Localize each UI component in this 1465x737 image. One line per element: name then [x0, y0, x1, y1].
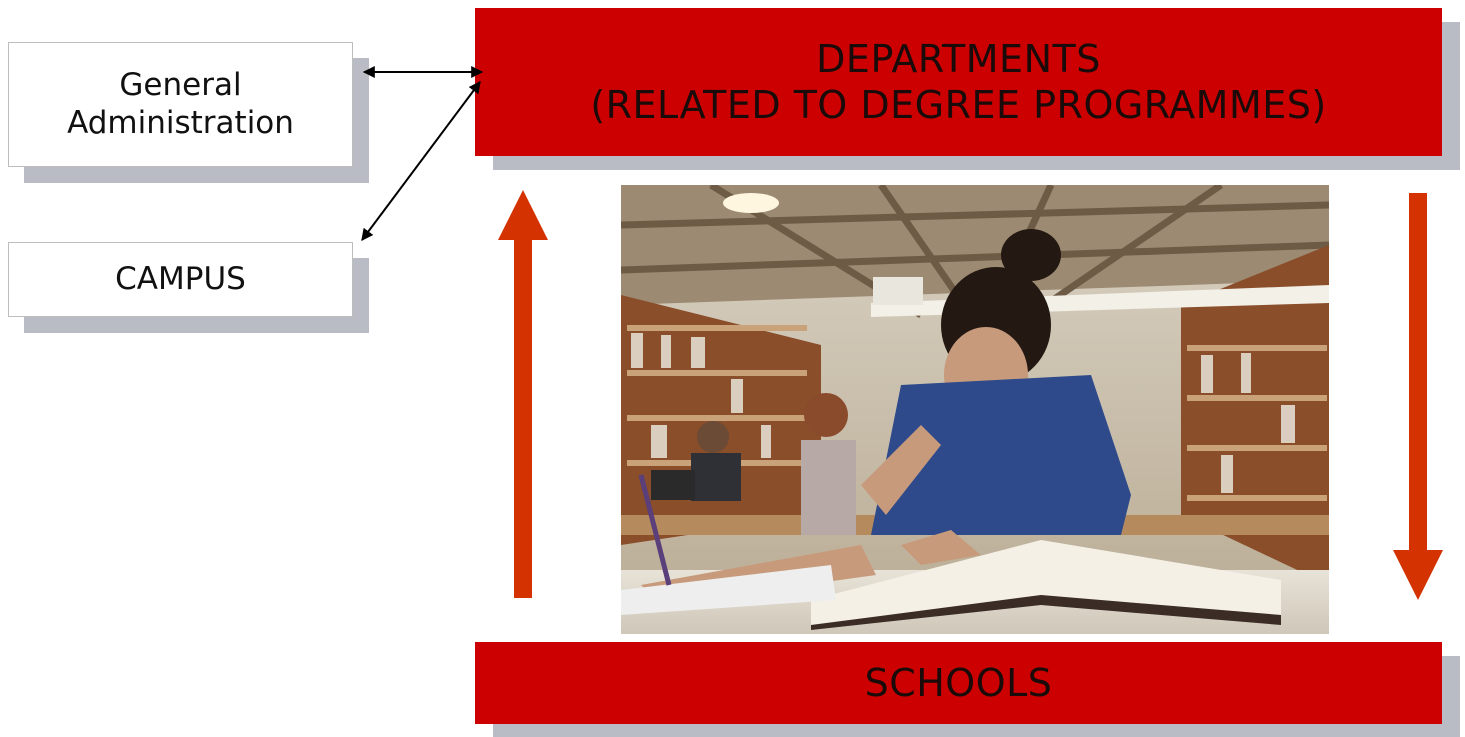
departments-bar: DEPARTMENTS (RELATED TO DEGREE PROGRAMME…: [475, 8, 1442, 156]
campus-label: CAMPUS: [115, 260, 246, 297]
departments-title: DEPARTMENTS: [816, 36, 1101, 81]
general-administration-line2: Administration: [67, 104, 294, 141]
down-arrow-icon: [1393, 193, 1443, 600]
up-arrow-icon: [498, 190, 548, 598]
departments-subtitle: (RELATED TO DEGREE PROGRAMMES): [590, 83, 1327, 127]
campus-box: CAMPUS: [8, 242, 353, 317]
campus-departments-connector: [361, 81, 481, 241]
general-administration-line1: General: [119, 67, 242, 104]
library-study-photo: [621, 185, 1329, 634]
schools-bar: SCHOOLS: [475, 642, 1442, 724]
schools-title: SCHOOLS: [864, 660, 1053, 705]
library-photo-illustration: [621, 185, 1329, 634]
general-administration-box: General Administration: [8, 42, 353, 167]
